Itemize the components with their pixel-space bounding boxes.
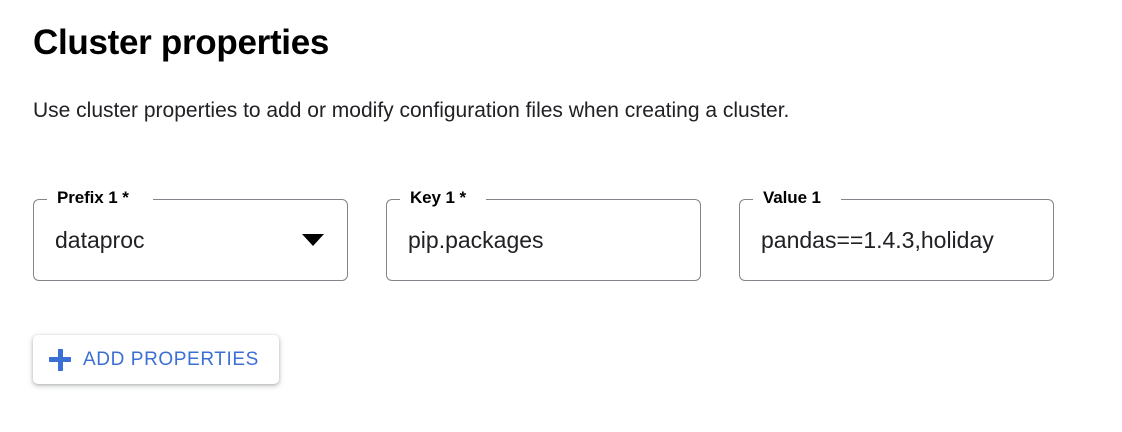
key-field-value: pip.packages [408,227,544,253]
prefix-field-label: Prefix 1 * [51,188,135,208]
page-title: Cluster properties [33,23,330,62]
plus-icon [49,348,71,371]
value-field-value: pandas==1.4.3,holiday [761,227,994,253]
property-row: Prefix 1 * dataproc Key 1 * pip.packages… [0,188,1122,283]
value-field-label: Value 1 [757,188,827,208]
add-properties-button[interactable]: ADD PROPERTIES [33,335,279,384]
key-field[interactable]: Key 1 * pip.packages [386,188,701,281]
value-field[interactable]: Value 1 pandas==1.4.3,holiday [739,188,1054,281]
prefix-field[interactable]: Prefix 1 * dataproc [33,188,348,281]
key-field-label: Key 1 * [404,188,473,208]
page-description: Use cluster properties to add or modify … [33,99,790,122]
prefix-field-value: dataproc [55,227,145,253]
add-properties-button-label: ADD PROPERTIES [83,348,259,370]
chevron-down-icon[interactable] [302,234,324,246]
